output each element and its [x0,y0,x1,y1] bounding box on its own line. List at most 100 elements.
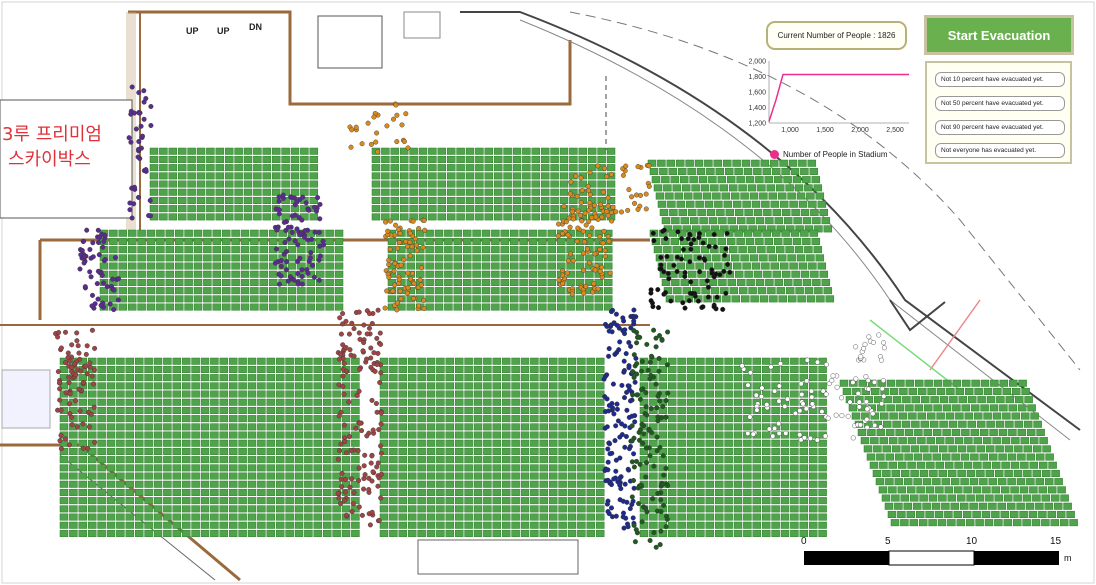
seat [686,447,696,455]
seat [491,246,500,254]
seat [243,188,253,196]
evacuee [632,419,638,425]
seat [287,295,297,303]
seat [473,374,483,382]
seat [456,188,465,196]
seat [481,287,491,295]
seat [407,390,417,398]
seat [116,406,125,414]
seat [501,357,511,365]
evacuee [597,268,603,274]
seat [780,505,790,513]
current-count-display: Current Number of People : 1826 [766,21,907,50]
seat [322,529,332,537]
seat [219,406,229,414]
seat [769,159,779,167]
evacuee [649,430,655,436]
seat [444,262,453,270]
evacuee [365,120,371,126]
evacuee [63,360,69,366]
start-evacuation-button[interactable]: Start Evacuation [924,15,1074,55]
seat [445,480,455,488]
seat [501,472,511,480]
seat [398,365,408,373]
evacuee [343,345,349,351]
seat [903,478,913,486]
seat [493,188,503,196]
evacuee [135,194,141,200]
evacuee [131,201,137,207]
seat [1019,510,1028,518]
seat [530,521,539,529]
seat [918,519,928,527]
seat [677,521,686,529]
seat [539,521,549,529]
seat [215,188,225,196]
evacuee [282,239,288,245]
seat [234,213,243,221]
evacuee [579,218,585,224]
seat [210,406,219,414]
seat [313,472,323,480]
evacuee [614,406,620,412]
evacuee [640,440,646,446]
seat [159,213,168,221]
evacuee [357,420,363,426]
seat [153,497,163,505]
seat [595,439,605,447]
evacuee [394,139,400,145]
seat [59,456,69,464]
seat [667,415,677,423]
seat [986,396,996,404]
seat [491,270,500,278]
seat [761,374,771,382]
seat [172,374,182,382]
seat [304,513,313,521]
seat [586,456,596,464]
evacuee [343,450,349,456]
seat [509,237,519,245]
seat [464,480,473,488]
seat [483,431,492,439]
seat [771,357,780,365]
seat [781,167,790,175]
seat [172,464,182,472]
seat [914,428,923,436]
seat [661,176,670,184]
seat [799,447,809,455]
evacuee [69,414,75,420]
seat [127,287,137,295]
seat [567,365,577,373]
seat [724,431,733,439]
seat [712,254,721,262]
seat [240,278,250,286]
seat [172,390,182,398]
seat [106,480,116,488]
seat [780,497,790,505]
evacuee [394,307,400,313]
seat [790,382,799,390]
seat [606,164,616,172]
seat [876,453,885,461]
evacuee [292,195,298,201]
seat [247,374,257,382]
evacuee [591,281,597,287]
seat [168,180,178,188]
seat [127,270,137,278]
seat [653,246,663,254]
seat [294,447,304,455]
seat [163,415,172,423]
seat [511,505,520,513]
seat [243,180,253,188]
seat [210,382,219,390]
evacuee [658,528,664,534]
evacuee [619,432,625,438]
seat [285,472,294,480]
seat [426,488,436,496]
seat [97,439,106,447]
evacuee [674,269,680,275]
seat [134,464,144,472]
evacuee [622,481,628,487]
seat [567,415,577,423]
seat [746,278,755,286]
